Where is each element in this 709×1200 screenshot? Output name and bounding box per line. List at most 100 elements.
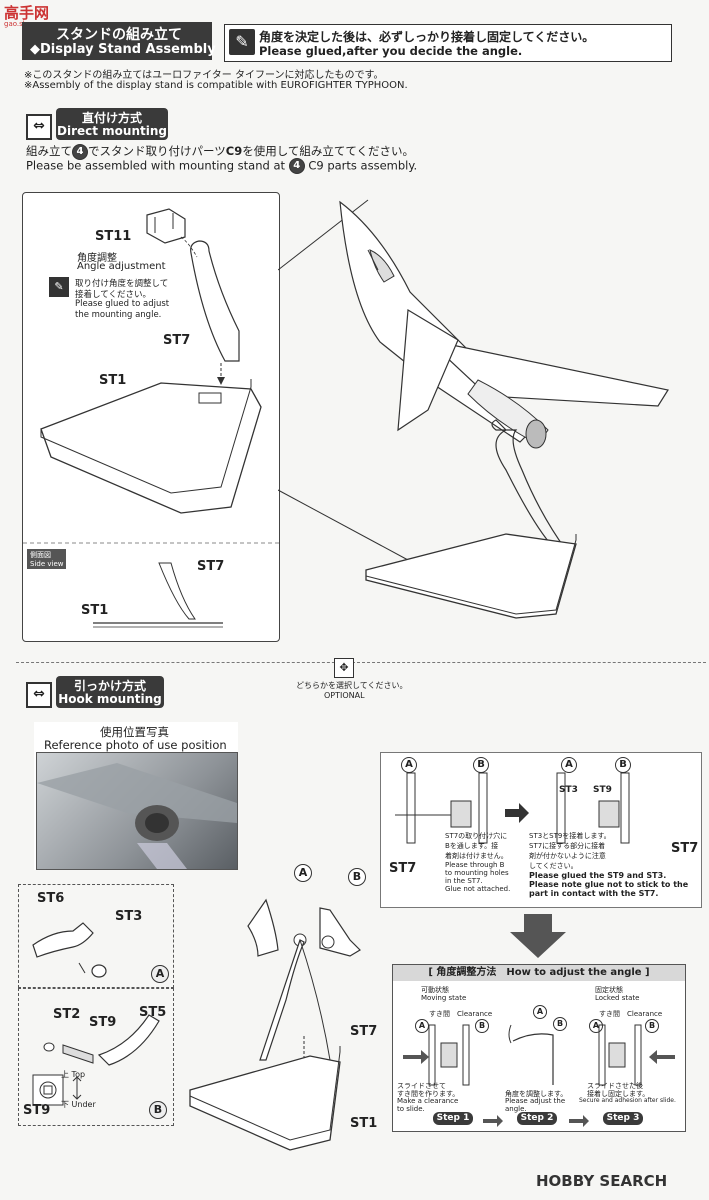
main-label-st7: ST7 (350, 1024, 378, 1039)
s2-note-jp: 角度を調整します。 (505, 1090, 568, 1098)
angle-adjust-en: Angle adjustment (77, 261, 166, 272)
group-b-marker: B (149, 1101, 167, 1119)
reference-photo-image (37, 763, 237, 869)
side-label-st7: ST7 (197, 559, 225, 574)
direct-detail-drawing (23, 208, 279, 628)
glue-note-en1: Please glued to adjust (75, 299, 170, 309)
glue-note-en2: the mounting angle. (75, 310, 162, 320)
optional-jp: どちらかを選択してください。 (296, 681, 408, 690)
glue-notice-jp: 角度を決定した後は、必ずしっかり接着し固定してください。 (259, 30, 595, 44)
hook-mounting-label: 引っかけ方式 Hook mounting (56, 676, 164, 708)
inset-st3: ST3 (559, 785, 578, 795)
inset-a2: A (561, 757, 577, 773)
adjust-b1: B (475, 1019, 489, 1033)
step-number-badge-en: 4 (288, 158, 305, 174)
direct-label-en: Direct mounting (57, 124, 167, 138)
inset-st9: ST9 (593, 785, 612, 795)
inset-right-en3: part in contact with the ST7. (529, 889, 659, 898)
section-title-en: ◆Display Stand Assembly (30, 42, 216, 57)
inset-left-note: ST7の取り付け穴に Bを通します。接 着剤は付けません。 Please thr… (445, 831, 510, 893)
s1-gap: すき間 Clearance (429, 1010, 493, 1018)
s1-note-jp1: スライドさせて (397, 1082, 446, 1090)
s3-state-en: Locked state (595, 994, 640, 1002)
s1-state-jp: 可動状態 (421, 986, 449, 994)
reference-photo (36, 752, 238, 870)
inset-left-en4: Glue not attached. (445, 885, 511, 893)
adjust-title: [ 角度調整方法 How to adjust the angle ] (393, 965, 685, 981)
section-title-box: スタンドの組み立て ◆Display Stand Assembly (22, 22, 216, 60)
direct-label-jp: 直付け方式 (81, 111, 142, 125)
side-view-jp: 側面図 (30, 551, 51, 559)
adjust-a2: A (533, 1005, 547, 1019)
inset-b1: B (473, 757, 489, 773)
parts-group-b: ST2 ST9 ST5 上 Top 下 Under ST9 B (18, 988, 174, 1126)
photo-caption-jp: 使用位置写真 (100, 725, 169, 739)
under-jp: 下 (61, 1100, 69, 1109)
compat-note-jp: ※このスタンドの組み立てはユーロファイター タイフーンに対応したものです。 (24, 70, 384, 81)
direct-text-jp-1: 組み立て (26, 144, 72, 158)
label-st2: ST2 (53, 1007, 81, 1022)
label-st5: ST5 (139, 1005, 167, 1020)
inset-b2: B (615, 757, 631, 773)
glue-notice-en: Please glued,after you decide the angle. (259, 44, 523, 58)
inset-left-jp2: を通します。接 (449, 842, 499, 850)
step-3-badge: Step 3 (603, 1112, 643, 1125)
top-en: Top (71, 1070, 86, 1079)
parts-b-drawing (32, 1014, 160, 1106)
adjust-a1: A (415, 1019, 429, 1033)
watermark-text: 高手网 (4, 4, 50, 22)
label-st3-a: ST3 (115, 909, 143, 924)
inset-right-jp4: してください。 (529, 862, 578, 870)
side-label-st1: ST1 (81, 603, 109, 618)
direct-text-jp-3: を使用して組み立ててください。 (242, 144, 415, 158)
glue-note-jp2: 接着してください。 (75, 290, 151, 300)
direct-instruction-en: Please be assembled with mounting stand … (26, 158, 417, 174)
adjust-b2: B (553, 1017, 567, 1031)
inset-left-jp2-row: Bを通します。接 (445, 841, 510, 851)
parts-group-a: ST6 ST3 A (18, 884, 174, 988)
label-st7: ST7 (163, 333, 191, 348)
direct-part-code: C9 (225, 144, 243, 158)
section-title-jp: スタンドの組み立て (56, 27, 182, 43)
hobby-search-logo: HOBBY SEARCH (536, 1172, 668, 1190)
label-st1: ST1 (99, 373, 127, 388)
inset-left-en1: Please through B (445, 861, 505, 869)
s1-note-en1: Make a clearance (397, 1097, 459, 1105)
compat-note-en: ※Assembly of the display stand is compat… (24, 80, 408, 91)
assembly-inset: A B A B ST3 ST9 ST7 ST7 ST7の取り付け穴に Bを通しま… (380, 752, 702, 908)
top-label: 上 Top (61, 1069, 85, 1080)
step-1-badge: Step 1 (433, 1112, 473, 1125)
glue-note-jp1: 取り付け角度を調整して (75, 279, 169, 289)
under-en: Under (71, 1100, 96, 1109)
inset-st7-right: ST7 (671, 841, 699, 856)
adjust-a3: A (589, 1019, 603, 1033)
main-label-st1: ST1 (350, 1116, 378, 1131)
aircraft-on-stand-drawing (278, 199, 669, 619)
side-view-badge: 側面図 Side view (27, 549, 67, 569)
inset-drawing (395, 772, 630, 844)
glue-notice-box: ✎ 角度を決定した後は、必ずしっかり接着し固定してください。 Please gl… (224, 24, 672, 62)
parts-a-drawing (32, 922, 107, 978)
hook-stand-drawing (189, 898, 361, 1151)
under-label: 下 Under (61, 1099, 96, 1110)
glue-icon-small: ✎ (49, 277, 69, 297)
direct-text-jp-2: でスタンド取り付けパーツ (88, 144, 226, 158)
label-st9-b: ST9 (23, 1103, 51, 1118)
direct-mounting-label: 直付け方式 Direct mounting (56, 108, 168, 140)
section-divider (16, 662, 706, 663)
label-st6: ST6 (37, 891, 65, 906)
group-a-marker: A (151, 965, 169, 983)
option-arrows-icon-2: ⇔ (26, 682, 52, 708)
optional-en: OPTIONAL (324, 691, 365, 700)
option-arrows-icon: ⇔ (26, 114, 52, 140)
step-2-badge: Step 2 (517, 1112, 557, 1125)
angle-adjust-jp: 角度調整 (77, 253, 117, 264)
s3-note-jp1: スライドさせた後 (587, 1082, 643, 1090)
adjust-b3: B (645, 1019, 659, 1033)
top-jp: 上 (61, 1070, 69, 1079)
step-number-badge: 4 (72, 143, 88, 160)
label-st11: ST11 (95, 229, 132, 244)
label-st9: ST9 (89, 1015, 117, 1030)
direct-text-en-2: C9 parts assembly. (308, 158, 418, 173)
